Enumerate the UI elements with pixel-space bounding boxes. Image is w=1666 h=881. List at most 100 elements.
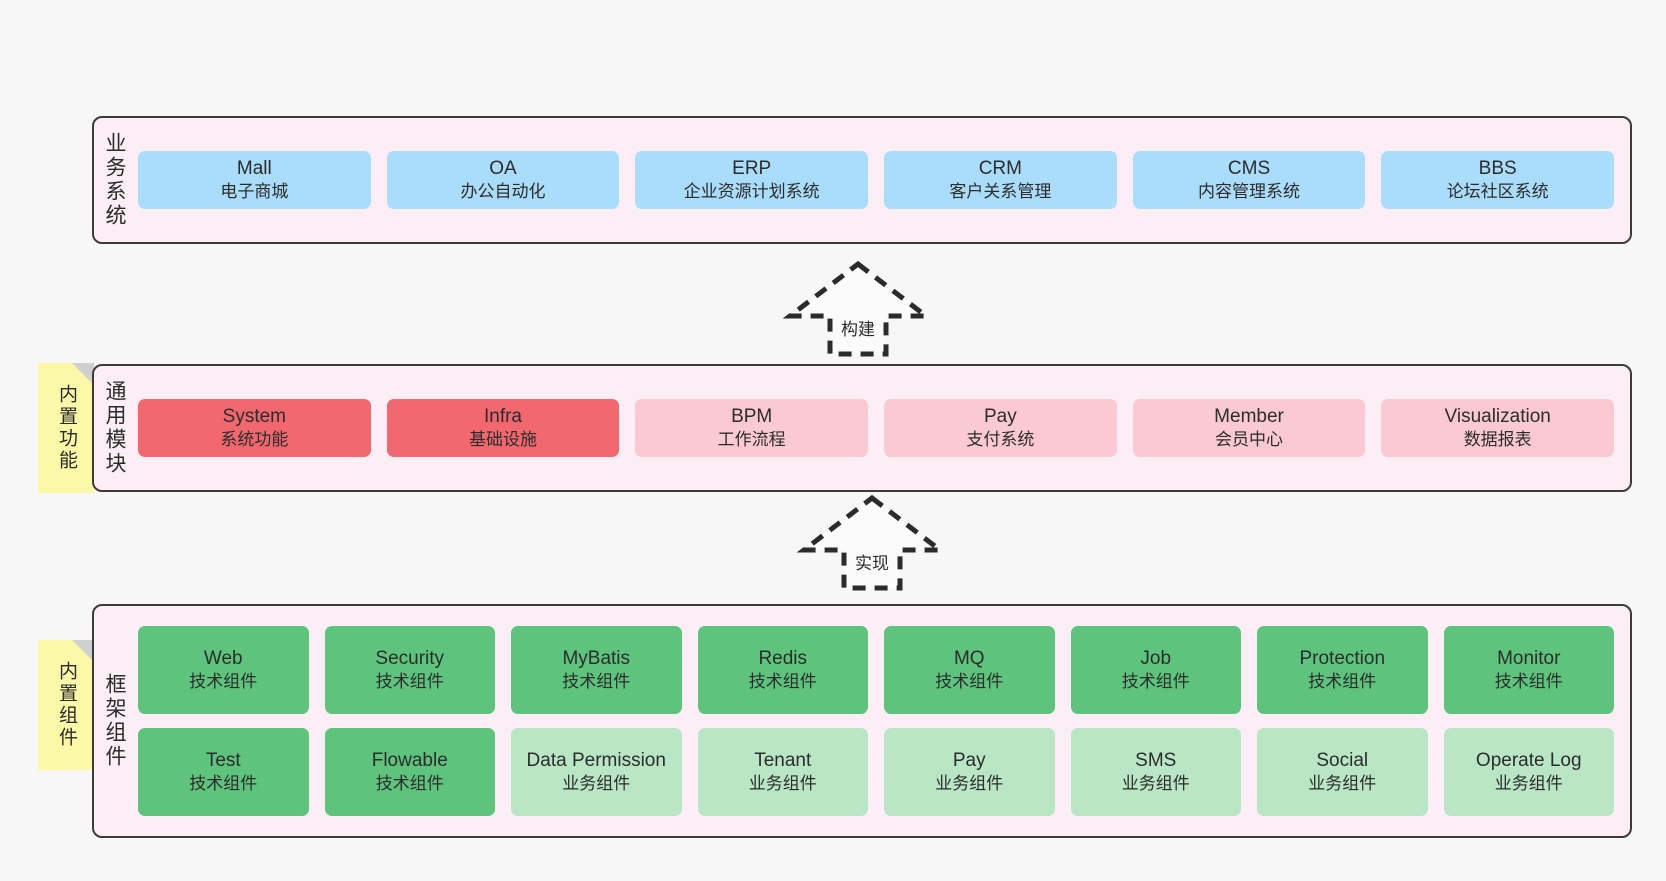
connector-realize-label: 实现 bbox=[855, 554, 889, 573]
layer-common-module-label: 通用模块 bbox=[94, 366, 134, 490]
card-security-title: Security bbox=[375, 647, 445, 669]
card-crm-title: CRM bbox=[978, 157, 1022, 179]
sticky-note-fold-icon bbox=[72, 363, 94, 385]
card-operate-log-title: Operate Log bbox=[1475, 749, 1582, 771]
sticky-note-builtin-component-text: 内置组件 bbox=[55, 661, 77, 749]
layer-framework-component-label: 框架组件 bbox=[94, 606, 134, 836]
layer-common-module-label-text: 通用模块 bbox=[103, 380, 127, 476]
card-mybatis-subtitle: 技术组件 bbox=[562, 672, 631, 692]
card-crm[interactable]: CRM 客户关系管理 bbox=[884, 150, 1117, 210]
card-protection-subtitle: 技术组件 bbox=[1308, 672, 1377, 692]
card-data-permission[interactable]: Data Permission 业务组件 bbox=[511, 728, 682, 816]
card-oa-subtitle: 办公自动化 bbox=[460, 182, 546, 202]
card-tenant-subtitle: 业务组件 bbox=[748, 774, 817, 794]
card-monitor-subtitle: 技术组件 bbox=[1494, 672, 1563, 692]
card-erp[interactable]: ERP 企业资源计划系统 bbox=[635, 150, 869, 210]
layer-framework-component-label-text: 框架组件 bbox=[103, 673, 127, 769]
card-protection[interactable]: Protection 技术组件 bbox=[1257, 626, 1428, 714]
layer-business-system-label: 业务系统 bbox=[94, 118, 134, 242]
card-mq-title: MQ bbox=[953, 647, 985, 669]
card-operate-log-subtitle: 业务组件 bbox=[1494, 774, 1563, 794]
card-bpm-title: BPM bbox=[731, 405, 773, 427]
layer-common-module: 通用模块 System 系统功能 Infra 基础设施 BPM 工作流程 Pay bbox=[92, 364, 1632, 492]
card-sms[interactable]: SMS 业务组件 bbox=[1070, 728, 1241, 816]
sticky-note-fold-icon bbox=[72, 640, 94, 662]
card-operate-log[interactable]: Operate Log 业务组件 bbox=[1443, 728, 1614, 816]
card-mybatis-title: MyBatis bbox=[562, 647, 631, 669]
card-web[interactable]: Web 技术组件 bbox=[138, 626, 309, 714]
layer-business-system-body: Mall 电子商城 OA 办公自动化 ERP 企业资源计划系统 CRM 客户关系… bbox=[134, 118, 1630, 242]
card-cms-subtitle: 内容管理系统 bbox=[1198, 182, 1301, 202]
sticky-note-builtin-function-text: 内置功能 bbox=[55, 384, 77, 472]
card-social-subtitle: 业务组件 bbox=[1308, 774, 1377, 794]
connector-build-label: 构建 bbox=[841, 320, 875, 339]
card-visualization[interactable]: Visualization 数据报表 bbox=[1381, 398, 1615, 458]
card-mall-title: Mall bbox=[236, 157, 272, 179]
card-flowable-title: Flowable bbox=[371, 749, 448, 771]
card-mybatis[interactable]: MyBatis 技术组件 bbox=[511, 626, 682, 714]
card-system-subtitle: 系统功能 bbox=[220, 430, 289, 450]
card-infra-subtitle: 基础设施 bbox=[469, 430, 537, 450]
card-visualization-title: Visualization bbox=[1444, 405, 1551, 427]
card-system-title: System bbox=[222, 405, 287, 427]
card-security[interactable]: Security 技术组件 bbox=[324, 626, 495, 714]
card-data-permission-title: Data Permission bbox=[526, 749, 666, 771]
card-pay-module-title: Pay bbox=[983, 405, 1017, 427]
card-oa[interactable]: OA 办公自动化 bbox=[386, 150, 620, 210]
layer-business-system: 业务系统 Mall 电子商城 OA 办公自动化 ERP 企业资源计划系统 CRM bbox=[92, 116, 1632, 244]
card-job[interactable]: Job 技术组件 bbox=[1070, 626, 1241, 714]
card-mq[interactable]: MQ 技术组件 bbox=[884, 626, 1055, 714]
card-pay-component-title: Pay bbox=[952, 749, 986, 771]
card-bbs-title: BBS bbox=[1478, 157, 1517, 179]
card-job-title: Job bbox=[1140, 647, 1172, 669]
card-bpm[interactable]: BPM 工作流程 bbox=[635, 398, 869, 458]
card-pay-module-subtitle: 支付系统 bbox=[966, 430, 1035, 450]
card-redis[interactable]: Redis 技术组件 bbox=[697, 626, 868, 714]
card-web-subtitle: 技术组件 bbox=[189, 672, 258, 692]
card-test-subtitle: 技术组件 bbox=[189, 774, 258, 794]
card-system[interactable]: System 系统功能 bbox=[138, 398, 371, 458]
layer-framework-component-body: Web 技术组件 Security 技术组件 MyBatis 技术组件 Redi… bbox=[134, 606, 1630, 836]
card-mall-subtitle: 电子商城 bbox=[220, 182, 289, 202]
card-flowable[interactable]: Flowable 技术组件 bbox=[324, 728, 495, 816]
card-social-title: Social bbox=[1316, 749, 1369, 771]
card-oa-title: OA bbox=[489, 157, 517, 179]
card-sms-subtitle: 业务组件 bbox=[1121, 774, 1190, 794]
card-erp-subtitle: 企业资源计划系统 bbox=[683, 182, 820, 202]
card-bbs[interactable]: BBS 论坛社区系统 bbox=[1381, 150, 1615, 210]
card-flowable-subtitle: 技术组件 bbox=[375, 774, 444, 794]
card-cms[interactable]: CMS 内容管理系统 bbox=[1132, 150, 1366, 210]
card-data-permission-subtitle: 业务组件 bbox=[562, 774, 631, 794]
common-card-row: System 系统功能 Infra 基础设施 BPM 工作流程 Pay 支付系统… bbox=[138, 398, 1615, 458]
card-test[interactable]: Test 技术组件 bbox=[138, 728, 309, 816]
card-protection-title: Protection bbox=[1299, 647, 1386, 669]
framework-business-row: Test 技术组件 Flowable 技术组件 Data Permission … bbox=[138, 728, 1614, 816]
card-monitor-title: Monitor bbox=[1497, 647, 1561, 669]
card-mq-subtitle: 技术组件 bbox=[935, 672, 1004, 692]
card-mall[interactable]: Mall 电子商城 bbox=[138, 150, 371, 210]
card-security-subtitle: 技术组件 bbox=[375, 672, 444, 692]
card-tenant[interactable]: Tenant 业务组件 bbox=[697, 728, 868, 816]
card-erp-title: ERP bbox=[732, 157, 772, 179]
card-bpm-subtitle: 工作流程 bbox=[717, 430, 786, 450]
layer-common-module-body: System 系统功能 Infra 基础设施 BPM 工作流程 Pay 支付系统… bbox=[134, 366, 1630, 490]
card-pay-component[interactable]: Pay 业务组件 bbox=[884, 728, 1055, 816]
card-pay-module[interactable]: Pay 支付系统 bbox=[884, 398, 1117, 458]
card-member[interactable]: Member 会员中心 bbox=[1132, 398, 1366, 458]
card-member-title: Member bbox=[1214, 405, 1284, 427]
layer-framework-component: 框架组件 Web 技术组件 Security 技术组件 MyBatis 技术组件… bbox=[92, 604, 1632, 838]
connector-build-arrow-icon bbox=[782, 260, 934, 357]
card-job-subtitle: 技术组件 bbox=[1121, 672, 1190, 692]
card-infra[interactable]: Infra 基础设施 bbox=[386, 398, 620, 458]
sticky-note-builtin-component: 内置组件 bbox=[38, 640, 94, 770]
card-social[interactable]: Social 业务组件 bbox=[1257, 728, 1428, 816]
card-infra-title: Infra bbox=[483, 405, 523, 427]
connector-realize-arrow-icon bbox=[796, 494, 948, 591]
card-pay-component-subtitle: 业务组件 bbox=[935, 774, 1004, 794]
connector-realize: 实现 bbox=[792, 492, 952, 592]
card-test-title: Test bbox=[205, 749, 241, 771]
card-monitor[interactable]: Monitor 技术组件 bbox=[1443, 626, 1614, 714]
layer-business-system-label-text: 业务系统 bbox=[103, 132, 127, 228]
card-visualization-subtitle: 数据报表 bbox=[1463, 430, 1532, 450]
